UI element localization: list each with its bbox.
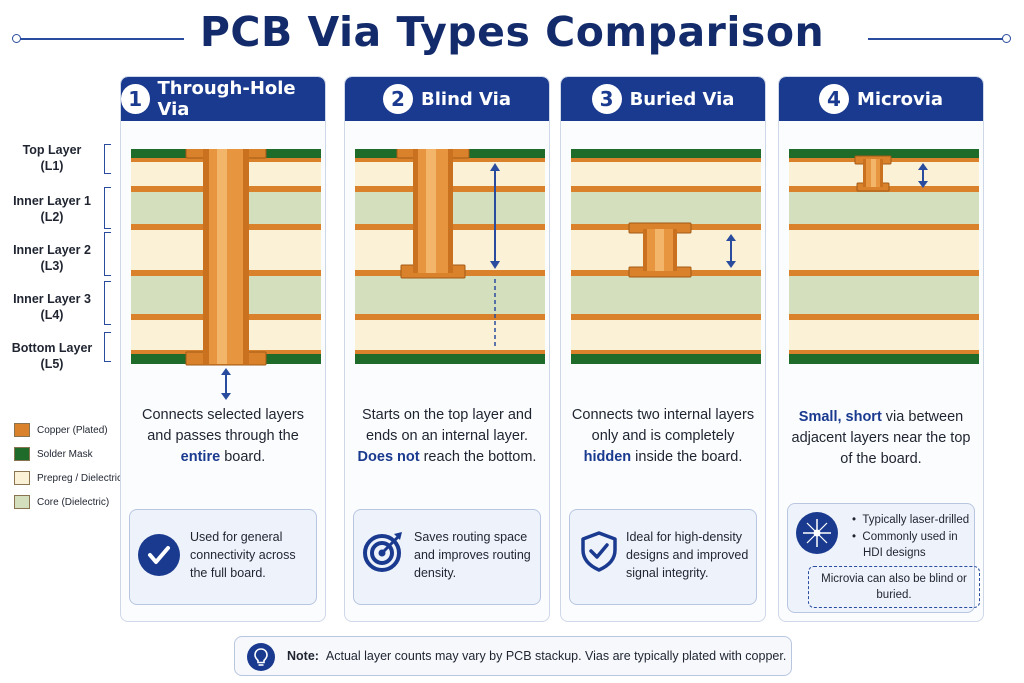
buried-via-barrel [628,222,692,278]
layer-bracket-top [104,144,111,174]
column-number: 4 [818,84,849,114]
column-title: Buried Via [629,88,735,110]
lightbulb-icon [247,643,275,671]
layer-label-bottom: Bottom Layer(L5) [11,341,93,371]
span-arrow [221,368,231,400]
column-description: Starts on the top layer and ends on an i… [357,407,537,465]
dashed-note-box: Microvia can also be blind or buried. [808,566,980,608]
column-description: Connects selected layers and passes thro… [142,407,304,465]
column-microvia: 4 Microvia [778,76,984,622]
legend-core: Core (Dielectric) [14,495,109,509]
buried-via-diagram [571,149,761,364]
layer-bracket-bottom [104,332,111,362]
column-description: Connects two internal layers only and is… [571,407,755,465]
column-number: 3 [591,84,622,114]
layer-label-inner1: Inner Layer 1(L2) [13,194,91,224]
callout-box: Ideal for high-density designs and impro… [569,509,757,605]
callout-bullet-list: • Typically laser-drilled • Commonly use… [852,512,974,562]
page-title: PCB Via Types Comparison [199,8,825,56]
column-header: 1 Through-Hole Via [121,77,325,121]
microvia-barrel [854,155,892,192]
column-header: 3 Buried Via [561,77,765,121]
span-arrow [726,234,736,268]
pcb-stackup [789,149,979,364]
shield-check-icon [578,530,620,572]
layer-label-inner2: Inner Layer 2(L3) [13,243,91,273]
through-hole-via-diagram [131,149,321,400]
check-circle-icon [138,534,180,576]
blind-via-diagram [355,149,545,364]
layer-bracket-inner3 [104,281,111,325]
column-number: 2 [383,84,414,114]
bullet-item: • Typically laser-drilled [852,514,970,526]
legend-swatch-core [14,495,30,509]
title-dot-right [1002,34,1011,43]
column-title: Blind Via [421,88,511,110]
callout-text: Saves routing space and improves routing… [414,530,531,580]
blind-via-barrel [396,149,470,279]
microvia-diagram [789,149,979,364]
column-description: Small, short via between adjacent layers… [791,409,971,467]
column-title: Microvia [856,88,944,110]
callout-box: Used for general connectivity across the… [129,509,317,605]
legend-solder-mask: Solder Mask [14,447,93,461]
callout-text: Used for general connectivity across the… [190,530,296,580]
laser-spark-icon [796,512,838,554]
layer-bracket-inner2 [104,232,111,276]
layer-label-top: Top Layer(L1) [22,143,82,173]
column-buried-via: 3 Buried Via [560,76,766,622]
title-dot-left [12,34,21,43]
target-icon [362,530,404,572]
column-through-hole-via: 1 Through-Hole Via [120,76,326,622]
layer-bracket-inner1 [104,187,111,229]
legend-swatch-prepreg [14,471,30,485]
title-line-right [868,38,1004,40]
column-number: 1 [121,84,150,114]
legend-copper: Copper (Plated) [14,423,108,437]
callout-text: Ideal for high-density designs and impro… [626,530,749,580]
column-header: 4 Microvia [779,77,983,121]
column-blind-via: 2 Blind Via [344,76,550,622]
legend-prepreg: Prepreg / Dielectric [14,471,122,485]
legend-swatch-solder-mask [14,447,30,461]
column-header: 2 Blind Via [345,77,549,121]
legend-swatch-copper [14,423,30,437]
title-line-left [18,38,184,40]
column-title: Through-Hole Via [157,78,296,120]
span-arrow [490,163,500,349]
callout-box: Saves routing space and improves routing… [353,509,541,605]
layer-label-inner3: Inner Layer 3(L4) [13,292,91,322]
through-hole-via-barrel [185,149,267,366]
bullet-item: • Commonly used in HDI designs [852,531,958,559]
note-text: Note: Actual layer counts may vary by PC… [287,649,787,663]
callout-box: • Typically laser-drilled • Commonly use… [787,503,980,613]
span-arrow [918,163,928,188]
footer-note: Note: Actual layer counts may vary by PC… [234,636,792,676]
